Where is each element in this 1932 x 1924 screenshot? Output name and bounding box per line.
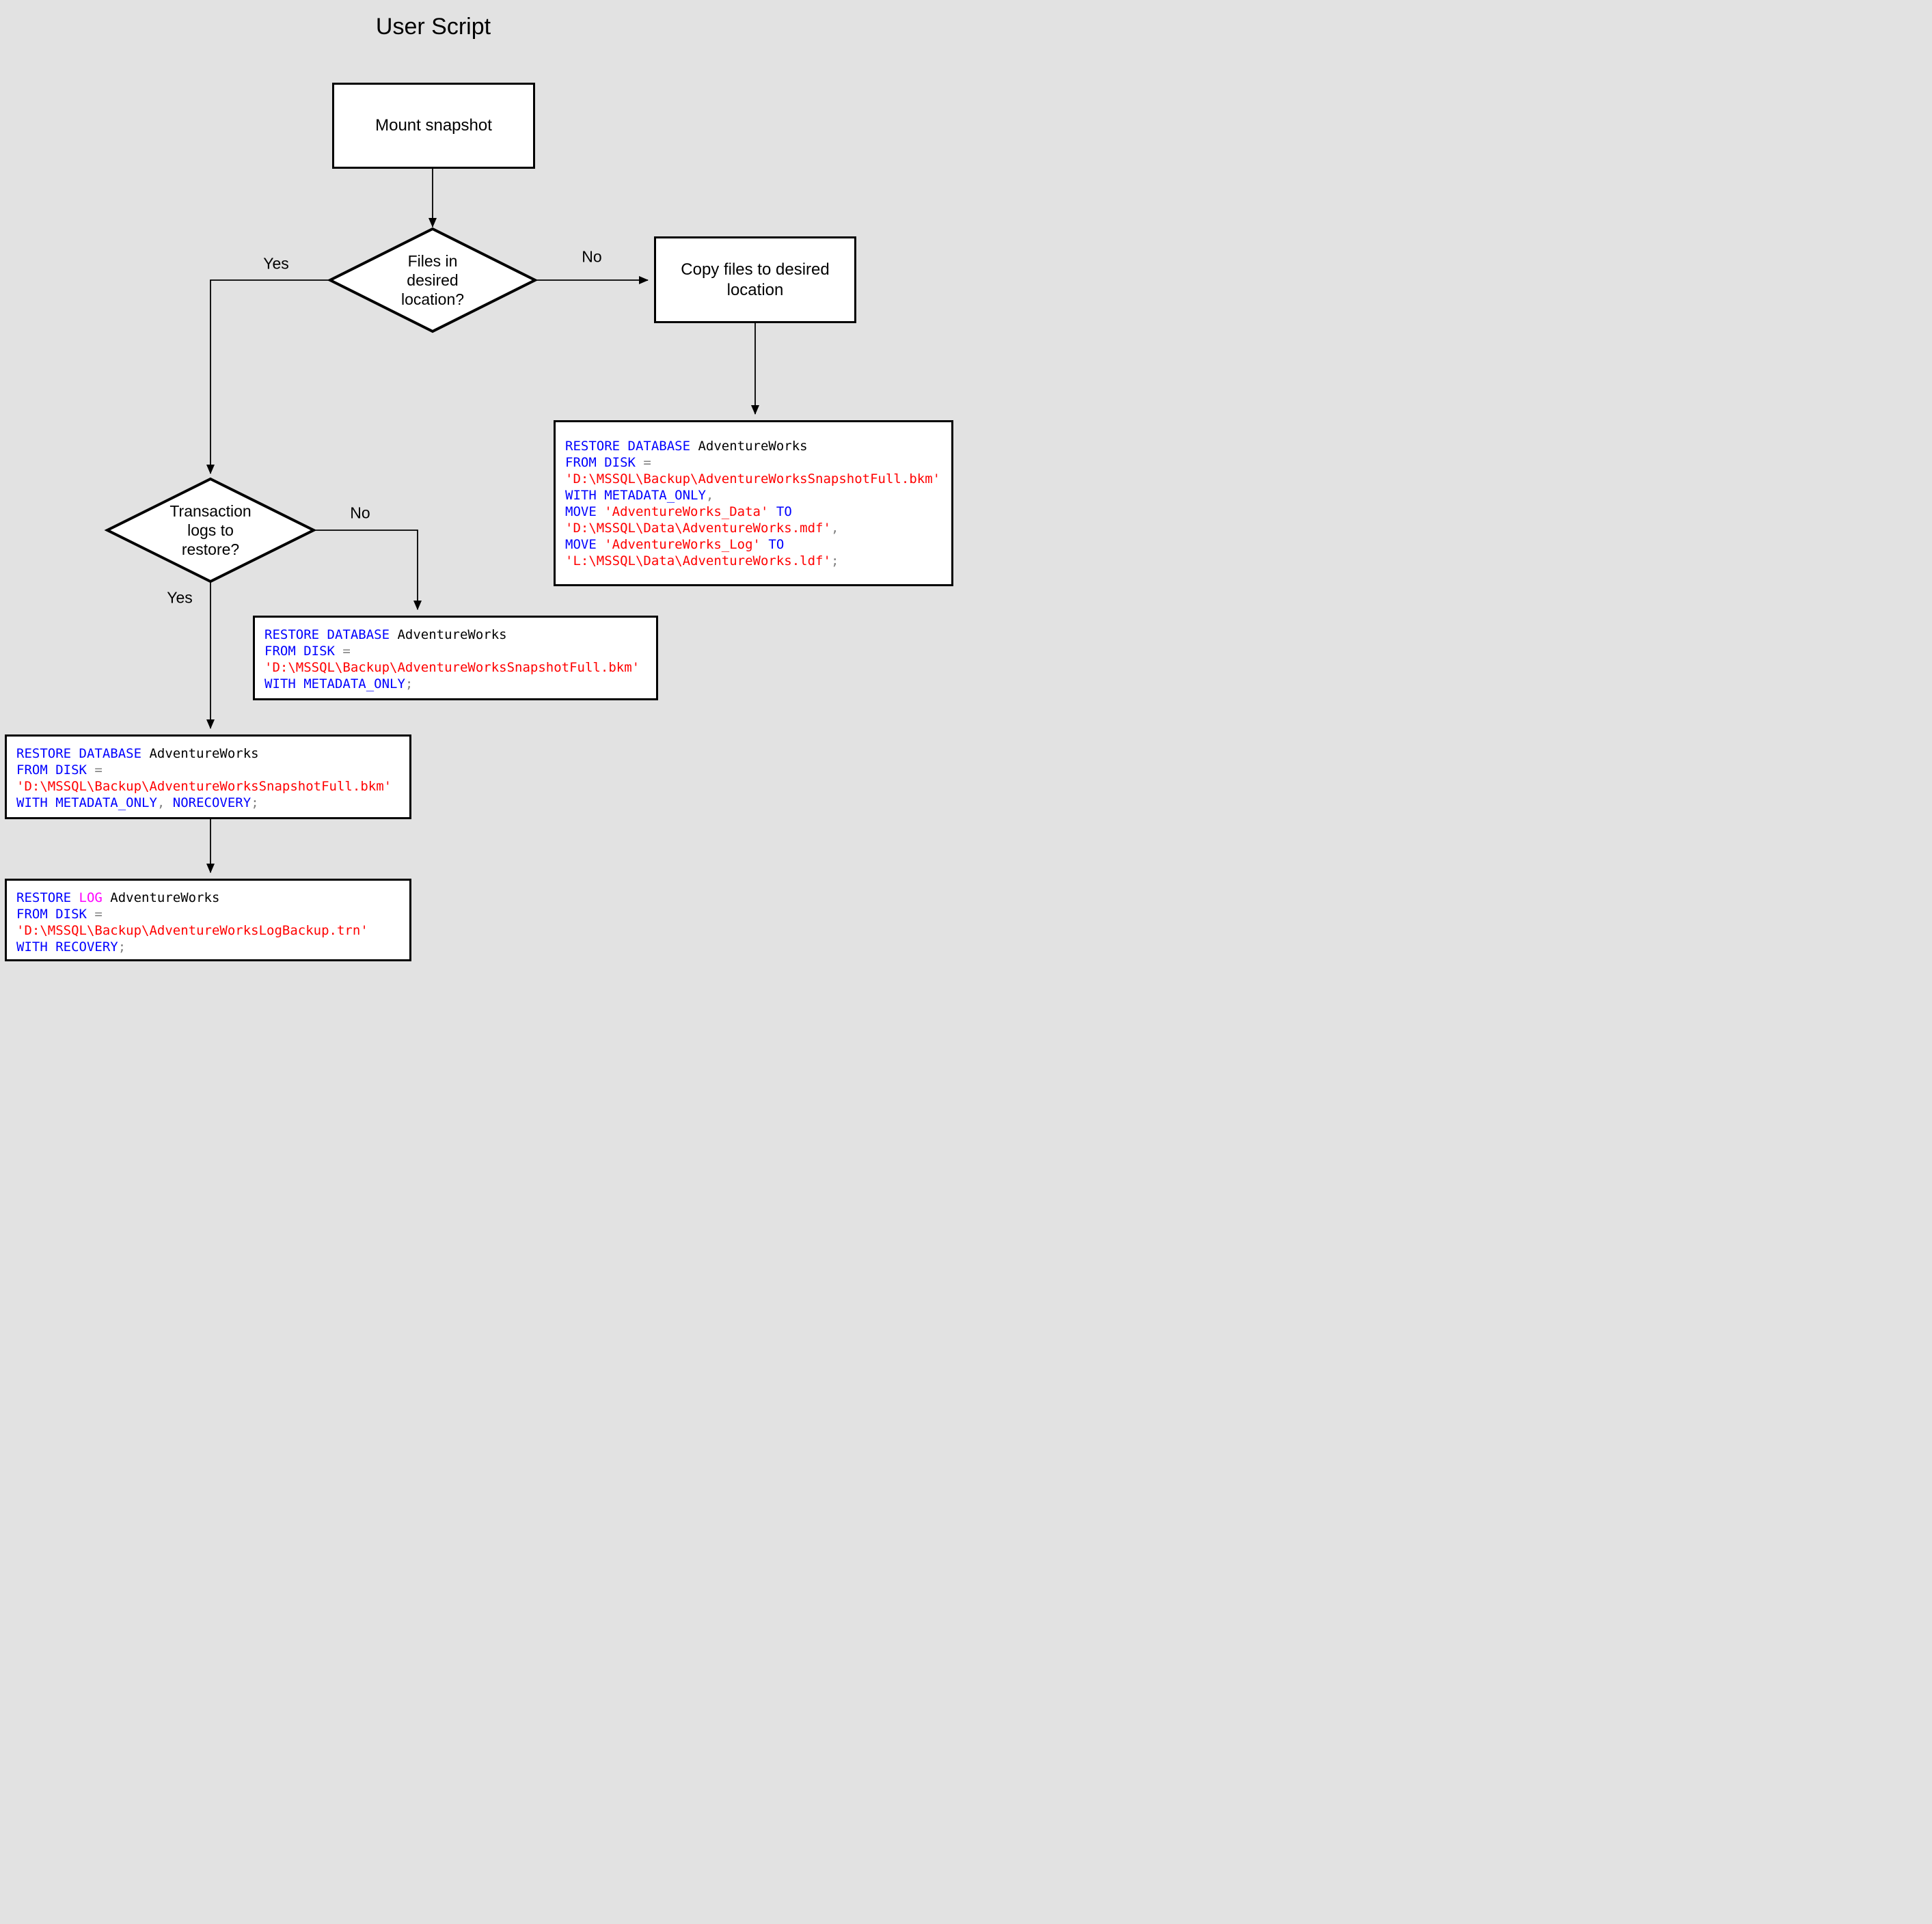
edge-logs-no-to-restore-metadata — [314, 530, 422, 610]
node-mount-snapshot: Mount snapshot — [332, 83, 535, 169]
edge-label-logs-no: No — [350, 504, 370, 522]
connector-layer — [104, 169, 759, 873]
decision-diamond-files-in-desired-location — [327, 227, 539, 333]
decision-diamond-transaction-logs — [104, 477, 317, 583]
node-mount-snapshot-label: Mount snapshot — [375, 116, 492, 135]
node-logs-decision-label: Transaction logs to restore? — [169, 502, 251, 558]
flowchart-canvas: User Script Mount snapshot Copy files to… — [0, 0, 966, 962]
node-files-decision-label: Files in desired location? — [400, 252, 465, 308]
node-copy-files: Copy files to desired location — [654, 236, 856, 323]
edge-label-files-yes: Yes — [263, 254, 289, 273]
edge-files-yes-to-logs-decision — [206, 279, 330, 474]
edge-label-logs-yes: Yes — [167, 588, 193, 607]
edge-label-files-no: No — [582, 247, 602, 266]
node-copy-files-label: Copy files to desired location — [681, 260, 830, 299]
diagram-title: User Script — [375, 14, 491, 40]
